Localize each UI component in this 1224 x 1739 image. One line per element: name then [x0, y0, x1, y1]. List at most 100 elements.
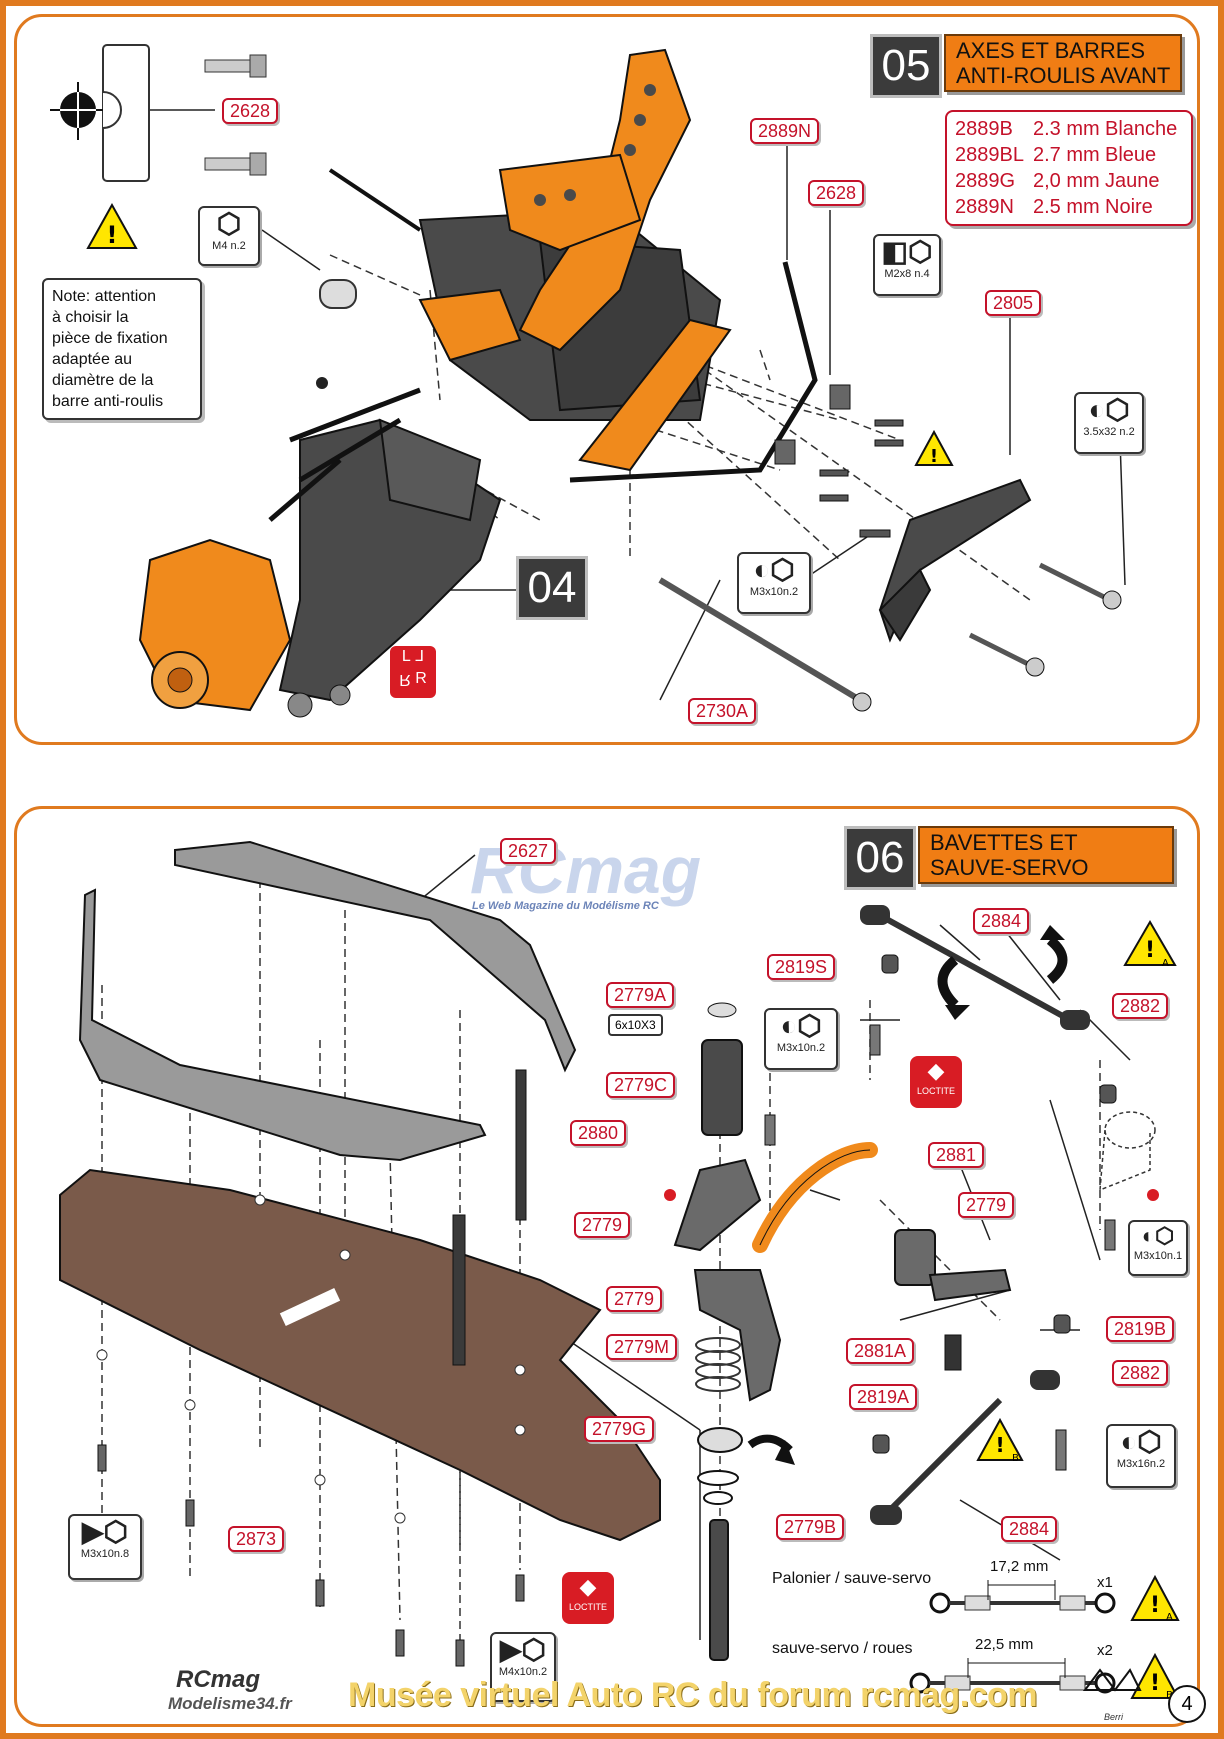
hex-socket-screw-icon: ◐⬡ [780, 1010, 822, 1041]
legend-qty-2: x2 [1097, 1642, 1113, 1659]
svg-text:!: ! [1150, 1671, 1160, 1696]
step-05-title: AXES ET BARRES ANTI-ROULIS AVANT [944, 34, 1183, 92]
svg-text:A: A [1162, 958, 1169, 969]
footer-modelisme-logo: Modelisme34.fr [168, 1694, 292, 1713]
countersunk-screw-icon: ▶⬡ [500, 1634, 546, 1665]
part-label-2881a: 2881A [846, 1338, 915, 1364]
shock-tower [418, 48, 692, 362]
legend-label-1: Palonier / sauve-servo [772, 1570, 932, 1587]
screw-m4x10-symbol: ▶⬡ M4x10n.2 [490, 1632, 556, 1702]
legend-label-2: sauve-servo / roues [772, 1640, 913, 1657]
hex-socket-screw-icon: ◐⬡ [1120, 1426, 1162, 1457]
part-label-2779m: 2779M [606, 1334, 678, 1360]
part-label-2779g: 2779G [584, 1416, 655, 1442]
part-label-2819a: 2819A [849, 1384, 918, 1410]
screw-m3x10-symbol: ▶⬡ M3x10n.8 [68, 1514, 142, 1580]
part-label-2889n: 2889N [750, 118, 820, 144]
part-label-2779: 2779 [606, 1286, 663, 1312]
anti-roll-bar [569, 261, 818, 483]
legend-qty-1: x1 [1097, 1574, 1113, 1591]
hex-socket-screw-icon: ◐⬡ [1088, 394, 1130, 425]
countersunk-screw-icon: ▶⬡ [82, 1516, 128, 1547]
part-label-2779: 2779 [958, 1192, 1015, 1218]
linked-step-04: 04 [516, 556, 588, 620]
part-label-2881: 2881 [928, 1142, 985, 1168]
svg-text:!: ! [107, 221, 118, 249]
right-bellcrank [894, 1229, 1012, 1371]
part-label-2779c: 2779C [606, 1072, 676, 1098]
step-05-title-line1: AXES ET BARRES [956, 38, 1146, 63]
orange-drag-link [752, 1142, 878, 1253]
servo-saver-stack [673, 1002, 782, 1661]
screw-3.5x32-symbol: ◐⬡ 3.5x32 n.2 [1074, 392, 1144, 454]
mount-note: Note: attention à choisir la pièce de fi… [42, 278, 202, 420]
part-label-2628: 2628 [222, 98, 279, 124]
rotate-arrow-icon [937, 956, 970, 1020]
part-label-2779: 2779 [574, 1212, 631, 1238]
step-06-number: 06 [844, 826, 916, 890]
svg-text:B: B [1012, 1453, 1019, 1464]
part-label-2882: 2882 [1112, 1360, 1169, 1386]
nut-m4-symbol: ⬡ M4 n.2 [198, 206, 260, 266]
footer-rcmag-logo: RCmag [176, 1666, 261, 1693]
hex-socket-screw-icon: ◐⬡ [753, 554, 795, 585]
chassis-plate [59, 1168, 661, 1542]
screw-m3x16-symbol: ◐⬡ M3x16n.2 [1106, 1424, 1176, 1488]
legend-dim-1: 17,2 mm [990, 1558, 1049, 1575]
suspension-arm [278, 418, 502, 718]
part-label-2627: 2627 [500, 838, 557, 864]
page-number: 4 [1168, 1685, 1206, 1723]
step-06-title: BAVETTES ET SAUVE-SERVO [918, 826, 1174, 884]
threadlock-icon: ◆ [579, 1574, 597, 1599]
artist-signature: Berri [1104, 1712, 1124, 1722]
warning-icon-1: ! [86, 202, 138, 249]
mount-side-view [50, 44, 267, 182]
hex-socket-screw-icon: ◧⬡ [881, 236, 933, 267]
part-label-2628: 2628 [808, 180, 865, 206]
part-label-2819s: 2819S [767, 954, 836, 980]
screw-m3x10-symbol: ◐⬡ M3x10n.1 [1128, 1220, 1188, 1276]
part-label-2779b: 2779B [776, 1514, 845, 1540]
step-05-number: 05 [870, 34, 942, 98]
screw-m3x10-symbol: ◐⬡ M3x10n.2 [737, 552, 811, 614]
rotate-arrow-icon [1040, 925, 1068, 984]
part-label-2882: 2882 [1112, 993, 1169, 1019]
loctite-badge: ◆ LOCTITE [562, 1572, 614, 1624]
servo-horn-ghost [1099, 1111, 1156, 1192]
part-label-2819b: 2819B [1106, 1316, 1175, 1342]
part-label-2884: 2884 [973, 908, 1030, 934]
front-bumper [878, 478, 1032, 643]
front-brace [578, 318, 732, 472]
linkage-legend-2 [909, 1658, 1116, 1694]
step-06-title-line2: SAUVE-SERVO [930, 855, 1089, 880]
svg-text:!: ! [1150, 1593, 1160, 1618]
forum-watermark: Musée virtuel Auto RC du forum rcmag.com [348, 1676, 1038, 1714]
linkage-legend-1 [929, 1580, 1116, 1614]
rcmag-tagline: Le Web Magazine du Modélisme RC [472, 900, 659, 912]
part-size-2779a: 6x10X3 [608, 1014, 663, 1036]
svg-text:!: ! [995, 1433, 1004, 1457]
warning-a-icon: ! A [1130, 1574, 1180, 1623]
step-05-title-line2: ANTI-ROULIS AVANT [956, 63, 1171, 88]
warning-icon-2: ! [914, 429, 954, 467]
mudguard-left [78, 888, 487, 1162]
mk-logo-icon [1083, 1668, 1142, 1692]
part-label-2779a: 2779A [606, 982, 675, 1008]
legend-dim-2: 22,5 mm [975, 1636, 1034, 1653]
hub-carrier [138, 538, 292, 712]
left-right-badge: L L R R [390, 646, 436, 698]
mudguard-right [174, 840, 577, 1073]
step-06-title-line1: BAVETTES ET [930, 830, 1078, 855]
part-label-2884: 2884 [1001, 1516, 1058, 1542]
svg-text:!: ! [1145, 938, 1155, 963]
threadlock-icon: ◆ [927, 1058, 945, 1083]
warning-a-icon: ! A [1123, 920, 1177, 969]
svg-text:!: ! [930, 446, 938, 467]
part-label-2880: 2880 [570, 1120, 627, 1146]
